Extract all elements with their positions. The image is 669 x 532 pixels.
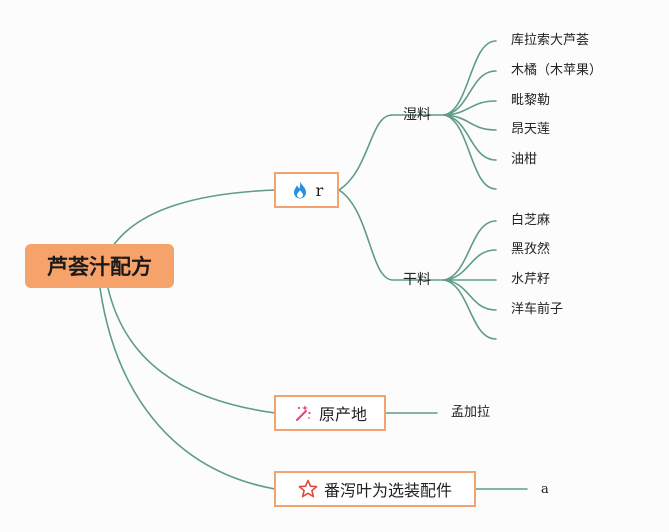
root-topic[interactable]: 芦荟汁配方 xyxy=(25,244,174,288)
subtopic-dry[interactable]: 干料 xyxy=(403,272,431,288)
topic-fire[interactable]: r xyxy=(274,172,339,208)
leaf-wet-5[interactable]: 油柑 xyxy=(511,152,538,167)
branch-root-origin xyxy=(107,287,276,414)
topic-origin-label: 原产地 xyxy=(318,405,367,424)
subtopic-wet[interactable]: 湿料 xyxy=(403,107,431,123)
topic-origin[interactable]: 原产地 xyxy=(274,395,386,431)
branch-root-parts xyxy=(99,287,276,490)
leaf-dry-4[interactable]: 洋车前子 xyxy=(511,302,564,317)
branch-dry-1 xyxy=(443,220,497,281)
branch-fire-dry xyxy=(338,189,393,281)
leaf-wet-1[interactable]: 库拉索大芦荟 xyxy=(511,33,590,48)
leaf-dry-2[interactable]: 黑孜然 xyxy=(511,242,551,257)
branch-wet-2 xyxy=(443,70,497,116)
branch-dry-4 xyxy=(443,279,497,311)
magic-wand-icon xyxy=(293,403,313,423)
branch-wet-4 xyxy=(443,114,497,131)
leaf-wet-3[interactable]: 毗黎勒 xyxy=(511,93,551,108)
root-topic-label: 芦荟汁配方 xyxy=(47,255,152,279)
branch-wet-1 xyxy=(443,40,497,116)
leaf-origin-detail[interactable]: 孟加拉 xyxy=(451,405,491,420)
topic-optional-parts-label: 番泻叶为选装配件 xyxy=(323,481,452,500)
branch-wet-6 xyxy=(443,114,497,190)
topic-fire-label: r xyxy=(315,180,324,200)
leaf-wet-2[interactable]: 木橘（木苹果） xyxy=(511,63,603,78)
branch-root-fire xyxy=(112,189,276,247)
star-outline-icon xyxy=(298,479,318,499)
branch-wet-5 xyxy=(443,114,497,161)
branch-dry-2 xyxy=(443,249,497,281)
topic-optional-parts[interactable]: 番泻叶为选装配件 xyxy=(274,471,476,507)
leaf-dry-3[interactable]: 水芹籽 xyxy=(511,272,551,287)
branch-wet-3 xyxy=(443,100,497,116)
leaf-parts-detail[interactable]: a xyxy=(541,482,549,497)
fire-icon xyxy=(290,180,310,200)
leaf-wet-4[interactable]: 昂天莲 xyxy=(511,122,551,137)
leaf-dry-1[interactable]: 白芝麻 xyxy=(511,213,551,228)
branch-dry-5 xyxy=(443,279,497,340)
branch-fire-wet xyxy=(338,114,393,191)
